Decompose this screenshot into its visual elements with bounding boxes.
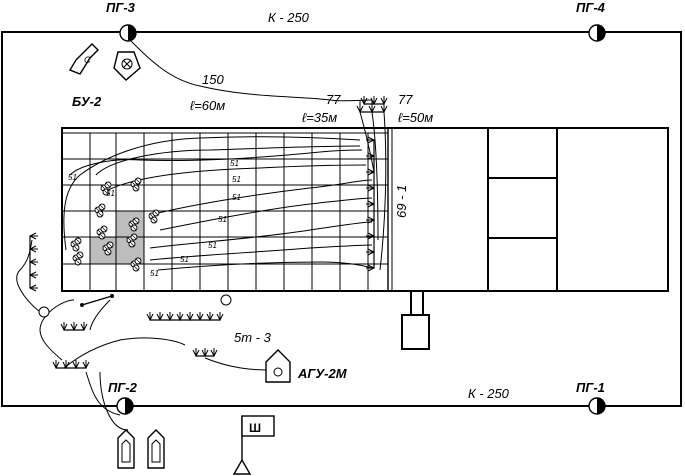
- hose-50m-label: ℓ=50м: [398, 110, 433, 125]
- hose-line: [89, 299, 111, 331]
- hose-77a-label: 77: [326, 92, 341, 107]
- gauge-icon: [220, 294, 232, 306]
- barrel-icon: [106, 241, 114, 249]
- barrel-icon: [132, 184, 140, 192]
- hydrant-pg3-label: ПГ-3: [106, 0, 136, 15]
- hydrant-pg2-label: ПГ-2: [108, 380, 138, 395]
- hose-line: [149, 179, 373, 216]
- hose-line: [16, 239, 41, 313]
- hose-line: [204, 357, 271, 371]
- nozzle-fan-icon: [28, 232, 38, 292]
- gauge-icon: [38, 306, 50, 318]
- barrel-icon: [102, 188, 110, 196]
- hose-77b-label: 77: [398, 92, 413, 107]
- hose-line: [85, 371, 129, 431]
- main-top-label: К - 250: [268, 10, 310, 25]
- hose-line: [149, 221, 373, 249]
- agu-truck-icon: [265, 349, 291, 383]
- hose-51-label: 51: [232, 175, 241, 184]
- barrel-clusters: [70, 177, 160, 272]
- barrel-icon: [74, 237, 82, 245]
- hose-51-label: 51: [180, 255, 189, 264]
- hydrant-pg1-label: ПГ-1: [576, 380, 605, 395]
- bu2-label: БУ-2: [72, 94, 102, 109]
- nozzle-fan-icon: [146, 312, 224, 322]
- hydrant-pg2: [116, 397, 134, 415]
- main-bottom-label: К - 250: [468, 386, 510, 401]
- hose-60m-label: ℓ=60м: [190, 98, 225, 113]
- hose-51-label: 51: [208, 241, 217, 250]
- hose-lines: [16, 39, 387, 431]
- pump-truck-icon: [113, 51, 141, 81]
- nozzle-fan-icon: [60, 322, 88, 332]
- hose-line: [63, 337, 186, 369]
- hose-line: [39, 299, 75, 361]
- hose-150-label: 150: [202, 72, 224, 87]
- hose-line: [159, 197, 373, 231]
- nozzle-fan-icon: [356, 104, 388, 114]
- barrel-icon: [104, 248, 112, 256]
- pump-station-icon: [401, 290, 430, 350]
- barrel-icon: [132, 217, 140, 225]
- barrel-icon: [134, 257, 142, 265]
- hose-line: [63, 136, 361, 251]
- hose-line: [107, 164, 367, 191]
- fire-truck-icon: C: [68, 43, 99, 75]
- hose-51-label: 51: [68, 173, 77, 182]
- barrel-icon: [152, 209, 160, 217]
- truck-bottom-left-icon: [117, 429, 135, 469]
- barrel-icon: [134, 177, 142, 185]
- hose-line: [149, 244, 373, 261]
- truck-bottom-right-icon: [147, 429, 165, 469]
- nozzle-fan-icon: [360, 96, 388, 106]
- hose-51-label: 51: [218, 215, 227, 224]
- foam-nozzle-icon: [80, 294, 114, 307]
- hose-line: [129, 39, 373, 102]
- hydrant-pg3: [119, 24, 137, 42]
- hydrant-pg1: [588, 397, 606, 415]
- hose-51-label: 51: [232, 193, 241, 202]
- sign-sh-label: Ш: [249, 421, 261, 435]
- hydrant-pg4-label: ПГ-4: [576, 0, 606, 15]
- nozzle-fans: [28, 96, 388, 370]
- nozzle-fan-icon: [366, 136, 376, 272]
- hose-51-label: 51: [150, 269, 159, 278]
- hydrant-pg4: [588, 24, 606, 42]
- site-boundary: [1, 31, 682, 407]
- barrel-icon: [98, 203, 106, 211]
- barrel-icon: [150, 216, 158, 224]
- agu2m-label: АГУ-2М: [297, 366, 348, 381]
- barrel-icon: [132, 264, 140, 272]
- hose-line: [157, 261, 373, 271]
- hose-line: [95, 145, 361, 176]
- hose-51-label: 51: [106, 189, 115, 198]
- barrel-icon: [72, 244, 80, 252]
- barrel-icon: [74, 258, 82, 266]
- nozzle-fan-icon: [192, 348, 218, 358]
- barrel-icon: [130, 224, 138, 232]
- svg-text:C: C: [84, 55, 91, 65]
- barrel-icon: [130, 233, 138, 241]
- barrel-icon: [128, 240, 136, 248]
- hose-line: [69, 149, 363, 176]
- barrel-icon: [104, 181, 112, 189]
- wall-69-label: 69 - 1: [394, 185, 409, 218]
- truck-5t3-label: 5т - 3: [234, 330, 272, 345]
- hose-line: [359, 111, 387, 271]
- hose-35m-label: ℓ=35м: [302, 110, 337, 125]
- command-post-icon: [232, 415, 275, 475]
- hose-51-label: 51: [230, 159, 239, 168]
- nozzle-fan-icon: [52, 360, 90, 370]
- barrel-icon: [100, 225, 108, 233]
- barrel-icon: [96, 210, 104, 218]
- hatched-cell: [89, 236, 117, 265]
- barrel-icon: [98, 232, 106, 240]
- barrel-icon: [76, 251, 84, 259]
